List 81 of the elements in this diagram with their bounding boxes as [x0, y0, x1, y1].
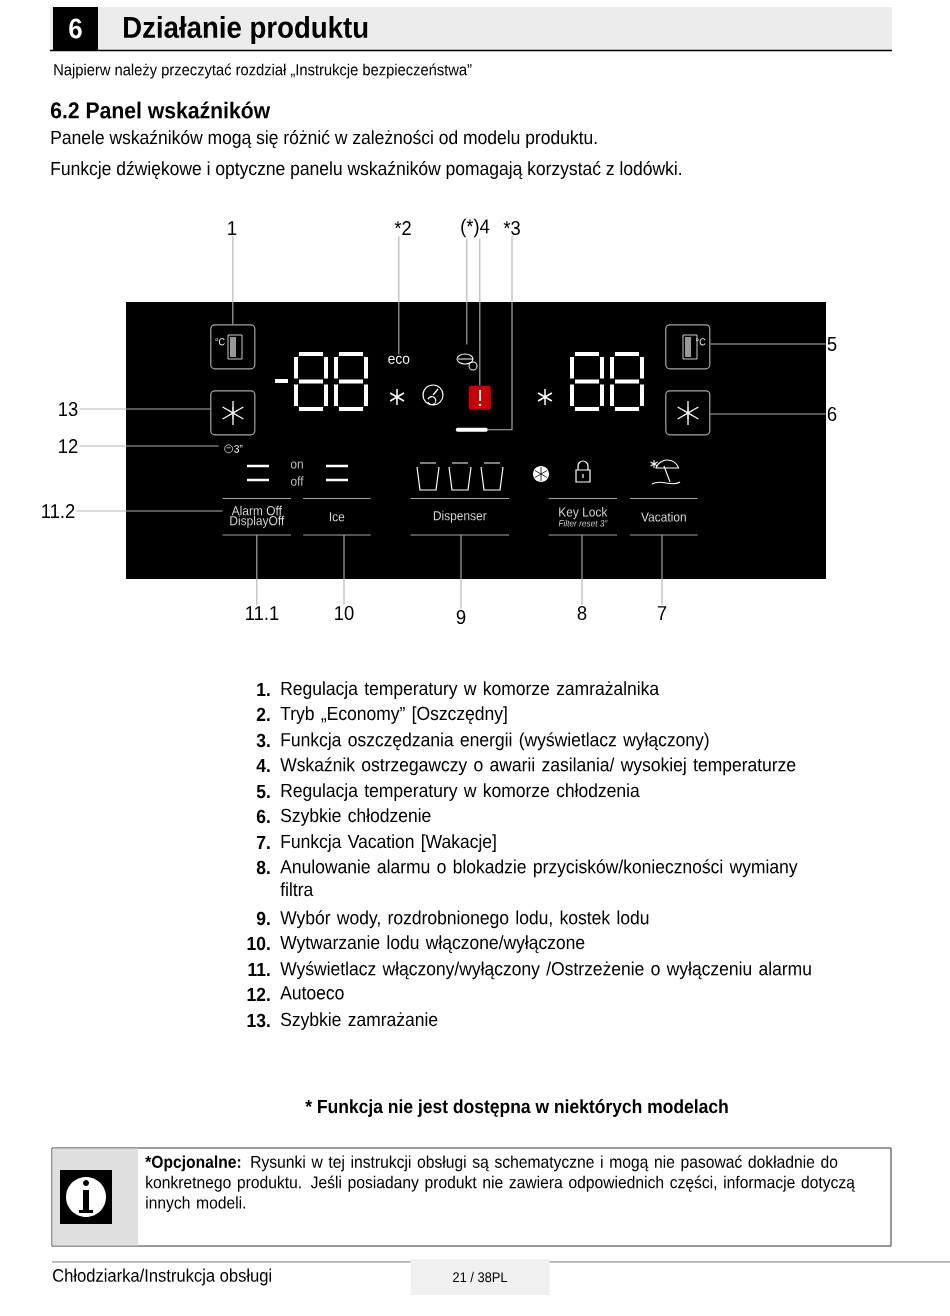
- leader-line: [232, 235, 234, 325]
- list-item: Regulacja temperatury w komorze chłodzenia: [281, 783, 640, 801]
- leader-line: [75, 510, 224, 512]
- dispenser-button: Dispenser: [410, 498, 510, 536]
- callout-number: 10: [335, 605, 354, 621]
- callout-number: 6: [827, 406, 837, 422]
- callout-number: *3: [503, 220, 520, 236]
- callout-number: 12: [59, 439, 78, 453]
- list-number: 12.: [247, 987, 270, 1001]
- leader-line: [343, 534, 345, 606]
- paragraph: Panele wskaźników mogą się różnić w zależności od modelu produktu.: [51, 130, 597, 148]
- callout-number: 13: [59, 401, 78, 417]
- control-panel: [126, 302, 826, 579]
- list-item: Wyświetlacz włączony/wyłączony /Ostrzeżenie o wyłączeniu alarmu: [280, 961, 811, 980]
- leader-line: [581, 534, 583, 606]
- chapter-number: 6: [53, 7, 98, 50]
- autoeco-indicator: 3”: [224, 444, 243, 454]
- callout-number: 8: [577, 605, 587, 621]
- quick-freeze-button: [210, 390, 256, 436]
- leader-line: [78, 445, 220, 447]
- leader-line: [487, 235, 513, 431]
- list-number: 5.: [256, 784, 270, 799]
- callout-number: *2: [394, 221, 411, 235]
- leader-line: [709, 343, 827, 345]
- leader-line: [78, 408, 211, 410]
- leader-line: [460, 534, 462, 610]
- paragraph: Funkcje dźwiękowe i optyczne panelu wskaźników pomagają korzystać z lodówki.: [51, 161, 681, 179]
- leader-line: [709, 413, 827, 415]
- callout-number: 7: [657, 606, 667, 620]
- callout-number: 11.2: [42, 504, 75, 518]
- list-number: 6.: [256, 809, 270, 824]
- list-item: Tryb „Economy” [Oszczędny]: [280, 706, 507, 724]
- info-text: *Opcjonalne: Rysunki w tej instrukcji obsługi są schematyczne i mogą nie pasować dokładnie do konkretnego produktu. Jeśli posiadany produkt nie zawiera odpowiednich części, informacje dotyczą innych modeli.: [145, 1155, 855, 1213]
- list-number: 1.: [257, 682, 270, 696]
- list-number: 10.: [247, 936, 270, 951]
- leader-line: [398, 235, 400, 356]
- list-item: Szybkie zamrażanie: [281, 1012, 438, 1030]
- list-item: Wybór wody, rozdrobnionego lodu, kostek lodu: [280, 910, 649, 929]
- title: Działanie produktu: [124, 16, 368, 44]
- eco-indicator: eco: [388, 355, 410, 364]
- list-number: 13.: [247, 1013, 270, 1028]
- list-item: Funkcja Vacation [Wakacje]: [281, 834, 496, 852]
- callout-number: 1: [228, 221, 237, 235]
- footer-text: Chłodziarka/Instrukcja obsługi: [53, 1268, 271, 1286]
- callout-number: (*)4: [461, 218, 490, 238]
- leader-line: [479, 237, 481, 387]
- leader-line: [256, 534, 258, 606]
- callout-number: 5: [827, 337, 837, 351]
- temperature-button: °C: [665, 324, 711, 370]
- list-item: Regulacja temperatury w komorze zamrażalnika: [281, 681, 660, 699]
- list-number: 11.: [248, 962, 270, 976]
- list-number: 2.: [256, 707, 270, 721]
- ice-button: Ice: [302, 498, 371, 536]
- page-number: 21 / 38PL: [410, 1259, 550, 1295]
- list-item: Wytwarzanie lodu włączone/wyłączone: [280, 935, 585, 953]
- list-item: Funkcja oszczędzania energii (wyświetlacz wyłączony): [281, 732, 709, 751]
- leader-line: [661, 534, 663, 606]
- list-number: 8.: [256, 860, 270, 875]
- heading: 6.2 Panel wskaźników: [50, 101, 271, 119]
- callout-number: 11.1: [246, 606, 279, 620]
- vacation-button: Vacation: [629, 498, 698, 536]
- list-number: 3.: [256, 733, 270, 748]
- callout-number: 9: [456, 609, 466, 625]
- list-item: Autoeco: [280, 986, 344, 1000]
- list-number: 7.: [257, 835, 270, 849]
- panel-text: on: [290, 461, 303, 469]
- leader-line: [466, 237, 468, 346]
- quick-cool-button: [665, 390, 711, 436]
- list-item: Szybkie chłodzenie: [281, 808, 431, 826]
- alarm-display-button: Alarm Off DisplayOff: [222, 498, 292, 536]
- key-lock-button: Key Lock Filter reset 3”: [548, 498, 618, 536]
- leaf-icon: [456, 353, 478, 371]
- temperature-button: °C: [210, 324, 256, 370]
- list-number: 4.: [256, 758, 270, 772]
- panel-text: off: [290, 476, 304, 486]
- indicator-bar: [455, 427, 488, 432]
- list-number: 9.: [256, 911, 270, 926]
- footnote: * Funkcja nie jest dostępna w niektórych modelach: [305, 1099, 728, 1117]
- note: Najpierw należy przeczytać rozdział „Instrukcje bezpieczeństwa”: [54, 63, 472, 79]
- list-item: Wskaźnik ostrzegawczy o awarii zasilania/ wysokiej temperaturze: [280, 757, 796, 776]
- list-item: Anulowanie alarmu o blokadzie przycisków/konieczności wymiany filtra: [280, 859, 798, 897]
